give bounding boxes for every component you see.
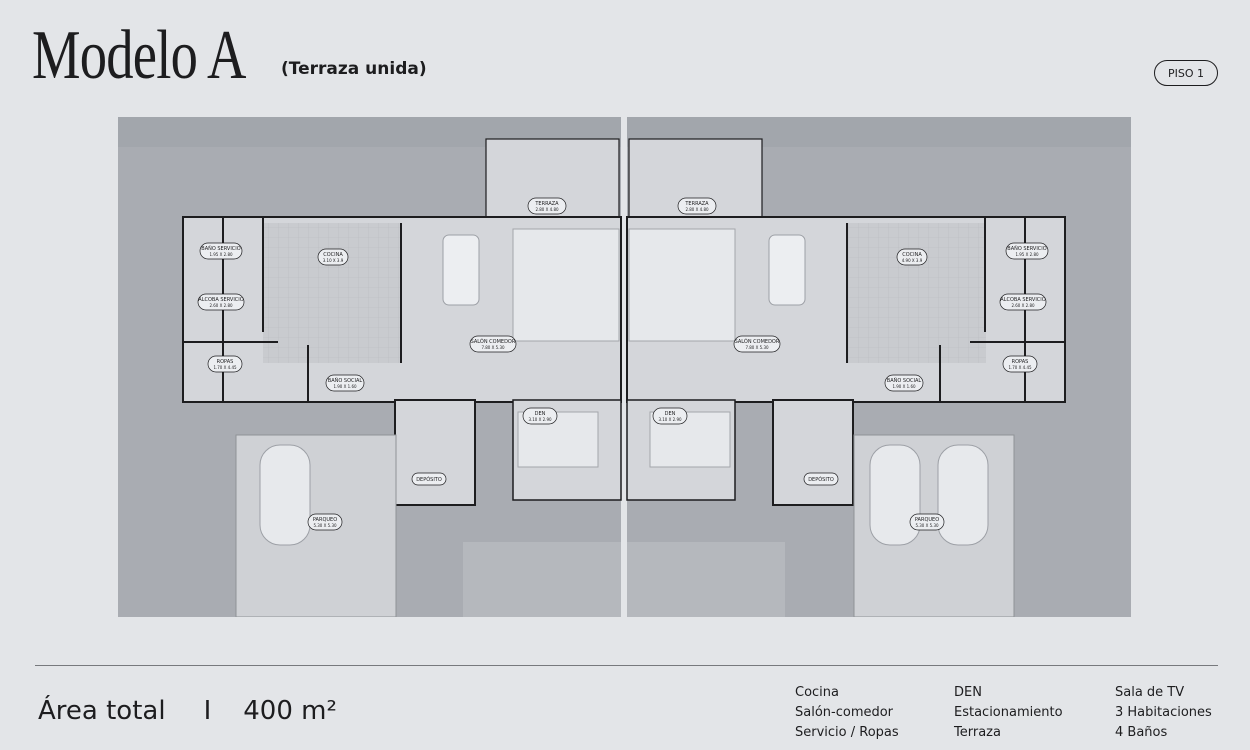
cocina-left-dims: 3.10 X 3.9 <box>323 258 344 263</box>
terraza-right-dims: 2.80 X 4.80 <box>685 207 709 212</box>
deposito-left-label: DEPÓSITO <box>416 476 442 483</box>
ropas-right-dims: 1.70 X 4.45 <box>1008 365 1032 370</box>
feature-item: Terraza <box>954 725 1001 740</box>
alcoba-servicio-left-dims: 2.60 X 2.80 <box>209 303 233 308</box>
parqueo-right-label: PARQUEO <box>915 517 939 523</box>
salon-comedor-left-label: SALÓN COMEDOR <box>471 338 516 345</box>
den-right-dims: 3.10 X 2.90 <box>658 417 682 422</box>
cocina-right-label: COCINA <box>902 252 922 258</box>
salon-comedor-right-dims: 7.80 X 5.30 <box>745 345 769 350</box>
area-value: 400 m² <box>243 696 337 726</box>
floor-plan: TERRAZA 2.80 X 4.80 BAÑO SERVICIO 1.95 X… <box>118 117 1131 617</box>
feature-item: Servicio / Ropas <box>795 725 899 740</box>
bano-servicio-left-dims: 1.95 X 2.80 <box>209 252 233 257</box>
den-left-dims: 3.10 X 2.90 <box>528 417 552 422</box>
features-column-3: Sala de TV 3 Habitaciones 4 Baños <box>1115 683 1212 743</box>
bano-servicio-right-label: BAÑO SERVICIO <box>1007 245 1047 252</box>
ropas-left-dims: 1.70 X 4.45 <box>213 365 237 370</box>
bano-social-right-dims: 1.90 X 1.60 <box>892 384 916 389</box>
bano-social-right-label: BAÑO SOCIAL <box>887 377 922 384</box>
ropas-left-label: ROPAS <box>217 359 234 365</box>
bano-servicio-left-label: BAÑO SERVICIO <box>201 245 241 252</box>
floor-badge[interactable]: PISO 1 <box>1154 60 1218 86</box>
alcoba-servicio-left-label: ALCOBA SERVICIO <box>198 297 243 303</box>
area-separator: I <box>203 696 212 726</box>
ropas-right-label: ROPAS <box>1012 359 1029 365</box>
area-label: Área total <box>38 696 166 726</box>
alcoba-servicio-right-dims: 2.60 X 2.80 <box>1011 303 1035 308</box>
den-right-label: DEN <box>665 411 676 417</box>
feature-item: Sala de TV <box>1115 685 1185 700</box>
feature-item: 4 Baños <box>1115 725 1168 740</box>
parqueo-right-dims: 5.30 X 5.30 <box>915 523 939 528</box>
alcoba-servicio-right-label: ALCOBA SERVICIO <box>1000 297 1045 303</box>
cocina-right-dims: 4.90 X 3.9 <box>902 258 923 263</box>
terraza-left-label: TERRAZA <box>534 201 559 207</box>
feature-item: Cocina <box>795 685 839 700</box>
page-title: Modelo A <box>32 17 246 94</box>
feature-item: Estacionamiento <box>954 705 1063 720</box>
features-column-1: Cocina Salón-comedor Servicio / Ropas <box>795 683 899 743</box>
parqueo-left-label: PARQUEO <box>313 517 337 523</box>
features-column-2: DEN Estacionamiento Terraza <box>954 683 1063 743</box>
salon-comedor-left-dims: 7.80 X 5.30 <box>481 345 505 350</box>
bano-social-left-label: BAÑO SOCIAL <box>328 377 363 384</box>
total-area: Área total I 400 m² <box>38 696 337 726</box>
den-left-label: DEN <box>535 411 546 417</box>
feature-item: DEN <box>954 685 982 700</box>
feature-item: 3 Habitaciones <box>1115 705 1212 720</box>
terraza-left-dims: 2.80 X 4.80 <box>535 207 559 212</box>
bano-social-left-dims: 1.90 X 1.60 <box>333 384 357 389</box>
feature-item: Salón-comedor <box>795 705 894 720</box>
footer-divider <box>35 665 1218 666</box>
bano-servicio-right-dims: 1.95 X 2.80 <box>1015 252 1039 257</box>
terraza-right-label: TERRAZA <box>684 201 709 207</box>
page-subtitle: (Terraza unida) <box>281 59 427 79</box>
cocina-left-label: COCINA <box>323 252 343 258</box>
parqueo-left-dims: 5.30 X 5.30 <box>313 523 337 528</box>
deposito-right-label: DEPÓSITO <box>808 476 834 483</box>
salon-comedor-right-label: SALÓN COMEDOR <box>735 338 780 345</box>
